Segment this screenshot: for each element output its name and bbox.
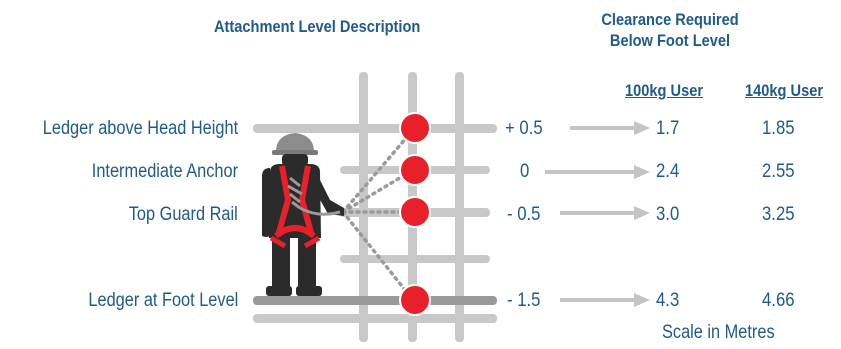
construction-worker-icon bbox=[262, 133, 344, 296]
lanyard-line bbox=[341, 128, 415, 214]
clearance-100kg: 3.0 bbox=[656, 204, 680, 225]
clearance-header: Clearance Required Below Foot Level bbox=[597, 9, 743, 51]
arrow-right-icon bbox=[570, 121, 650, 135]
row-label: Ledger at Foot Level bbox=[88, 290, 238, 311]
clearance-arrows bbox=[545, 121, 650, 307]
clearance-140kg: 4.66 bbox=[762, 290, 795, 311]
clearance-140kg: 3.25 bbox=[762, 204, 795, 225]
scaffold-standard bbox=[359, 72, 368, 342]
clearance-header-line1: Clearance Required bbox=[601, 10, 739, 29]
height-offset: + 0.5 bbox=[505, 118, 543, 139]
scaffold-standard bbox=[455, 72, 464, 342]
column-header-100kg: 100kg User bbox=[625, 81, 704, 100]
scaffold-ledgers bbox=[253, 124, 497, 323]
deck-lower bbox=[253, 314, 497, 323]
clearance-100kg: 4.3 bbox=[656, 290, 680, 311]
anchor-point-icon bbox=[399, 112, 431, 144]
row-label: Intermediate Anchor bbox=[91, 161, 238, 182]
anchor-point-icon bbox=[399, 154, 431, 186]
ledger-head-height bbox=[253, 124, 497, 133]
arrow-right-icon bbox=[560, 206, 650, 220]
lanyard-line bbox=[341, 210, 415, 302]
clearance-140kg: 1.85 bbox=[762, 118, 795, 139]
clearance-140kg: 2.55 bbox=[762, 161, 795, 182]
column-header-140kg: 140kg User bbox=[745, 81, 824, 100]
clearance-100kg: 2.4 bbox=[656, 161, 680, 182]
arrow-right-icon bbox=[545, 165, 650, 179]
lanyard-line bbox=[341, 168, 415, 214]
ledger-mid bbox=[340, 255, 490, 263]
clearance-header-line2: Below Foot Level bbox=[609, 31, 731, 50]
row-label: Top Guard Rail bbox=[129, 204, 238, 225]
anchor-point-icon bbox=[399, 284, 431, 316]
row-label: Ledger above Head Height bbox=[42, 118, 238, 139]
height-offset: 0 bbox=[520, 161, 530, 182]
anchor-point-icon bbox=[399, 196, 431, 228]
attachment-level-header: Attachment Level Description bbox=[214, 17, 421, 36]
height-offset: - 1.5 bbox=[507, 290, 541, 311]
clearance-100kg: 1.7 bbox=[656, 118, 680, 139]
deck-foot-level bbox=[253, 296, 497, 305]
anchor-points bbox=[399, 112, 431, 316]
scale-note: Scale in Metres bbox=[662, 322, 775, 343]
height-offset: - 0.5 bbox=[507, 204, 541, 225]
arrow-right-icon bbox=[560, 293, 650, 307]
